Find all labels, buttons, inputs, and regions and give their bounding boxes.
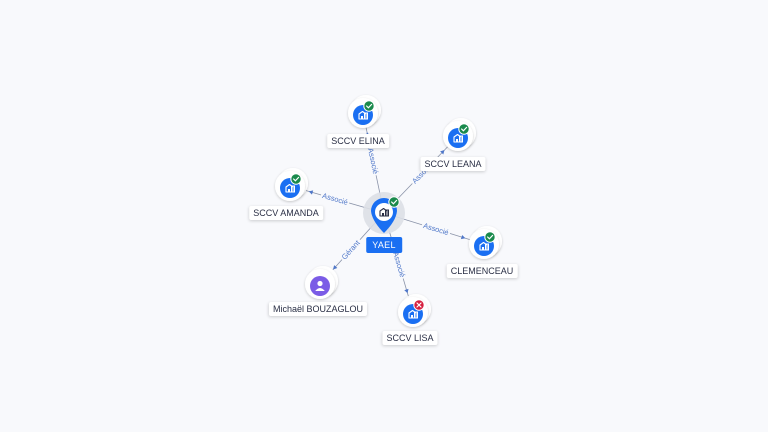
center-node-label[interactable]: YAEL	[366, 237, 402, 253]
node-label-clem[interactable]: CLEMENCEAU	[446, 264, 518, 278]
active-badge-icon	[363, 100, 375, 112]
active-badge-icon	[458, 123, 470, 135]
building-icon	[285, 183, 295, 193]
node-label-michael[interactable]: Michaël BOUZAGLOU	[268, 302, 368, 316]
node-amanda[interactable]	[275, 168, 308, 201]
edge-arrow	[460, 234, 466, 240]
person-icon	[315, 280, 325, 291]
building-icon	[479, 241, 489, 251]
edge-arrow	[440, 150, 445, 155]
edge-label: Associé	[391, 251, 407, 279]
edge-label: Associé	[321, 191, 349, 207]
node-label-lisa[interactable]: SCCV LISA	[382, 331, 438, 345]
node-michael[interactable]	[305, 266, 338, 299]
building-icon	[379, 207, 389, 217]
active-badge-icon	[388, 196, 400, 208]
active-badge-icon	[484, 231, 496, 243]
building-icon	[453, 133, 463, 143]
node-lisa[interactable]	[398, 294, 431, 327]
node-clem[interactable]	[469, 226, 502, 259]
center-node[interactable]	[363, 192, 405, 234]
edge-label: Associé	[366, 147, 380, 175]
building-icon	[358, 110, 368, 120]
node-label-leana[interactable]: SCCV LEANA	[420, 157, 486, 171]
node-label-elina[interactable]: SCCV ELINA	[327, 134, 389, 148]
node-elina[interactable]	[348, 95, 381, 128]
edge-arrow	[308, 190, 314, 195]
edge-label: Associé	[422, 221, 450, 237]
edge-arrow	[333, 265, 338, 270]
building-icon	[408, 309, 418, 319]
active-badge-icon	[290, 173, 302, 185]
node-label-amanda[interactable]: SCCV AMANDA	[249, 206, 323, 220]
edge-arrow	[404, 288, 409, 294]
closed-badge-icon	[413, 299, 425, 311]
node-leana[interactable]	[443, 118, 476, 151]
